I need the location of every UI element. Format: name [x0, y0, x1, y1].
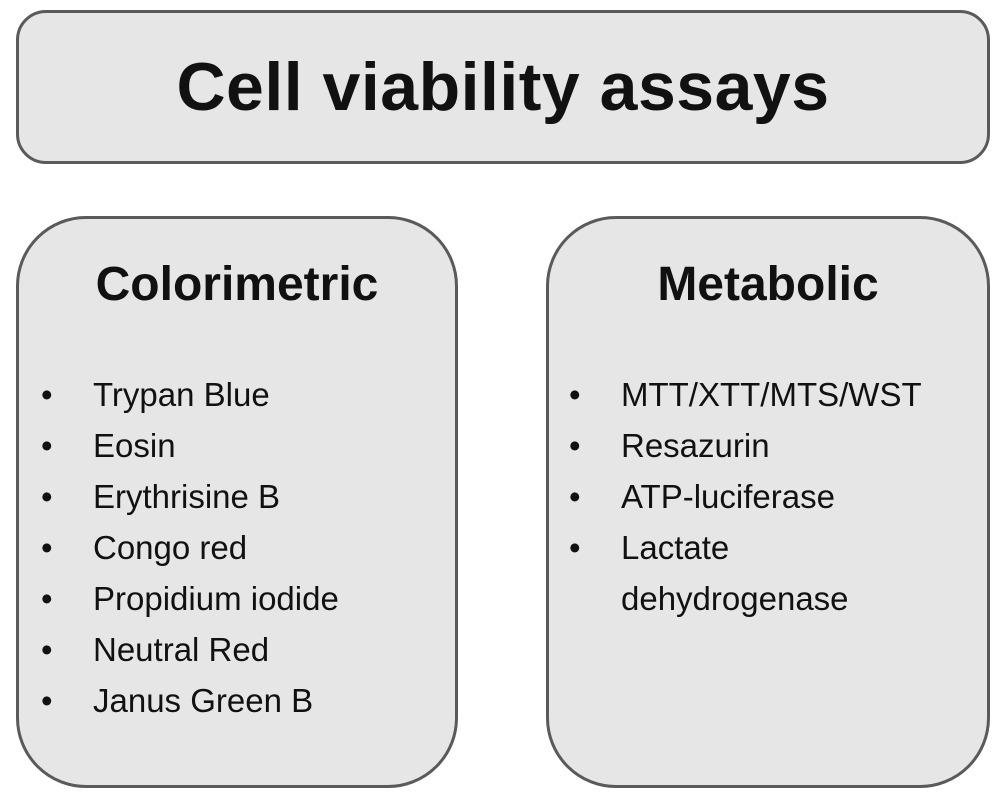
metabolic-panel: Metabolic • MTT/XTT/MTS/WST • Resazurin • A…: [546, 216, 990, 788]
colorimetric-panel: Colorimetric • Trypan Blue • Eosin • Erythr…: [16, 216, 458, 788]
list-item: • Lactate dehydrogenase: [569, 522, 977, 624]
bullet-icon: •: [41, 631, 53, 668]
bullet-icon: •: [41, 427, 53, 464]
bullet-icon: •: [569, 427, 581, 464]
bullet-icon: •: [569, 529, 581, 566]
list-item-label: Congo red: [93, 529, 248, 566]
list-item: • Trypan Blue: [41, 369, 445, 420]
list-item: • ATP-luciferase: [569, 471, 977, 522]
bullet-icon: •: [569, 376, 581, 413]
bullet-icon: •: [41, 376, 53, 413]
list-item-label: MTT/XTT/MTS/WST: [621, 376, 922, 413]
colorimetric-heading: Colorimetric: [95, 258, 379, 311]
colorimetric-list: • Trypan Blue • Eosin • Erythrisine B • Cong…: [41, 369, 445, 726]
title-box: Cell viability assays: [16, 10, 990, 164]
diagram-title: Cell viability assays: [176, 49, 830, 125]
list-item: • Neutral Red: [41, 624, 445, 675]
bullet-icon: •: [41, 682, 53, 719]
list-item-label: Erythrisine B: [93, 478, 281, 515]
list-item: • Propidium iodide: [41, 573, 445, 624]
bullet-icon: •: [41, 478, 53, 515]
list-item-label: Eosin: [93, 427, 176, 464]
metabolic-heading: Metabolic: [657, 258, 879, 311]
bullet-icon: •: [41, 529, 53, 566]
list-item: • Resazurin: [569, 420, 977, 471]
list-item-label: Propidium iodide: [93, 580, 339, 617]
list-item-label: Neutral Red: [93, 631, 270, 668]
list-item-label: Janus Green B: [93, 682, 314, 719]
list-item-label: Trypan Blue: [93, 376, 270, 413]
list-item: • Janus Green B: [41, 675, 445, 726]
list-item: • MTT/XTT/MTS/WST: [569, 369, 977, 420]
list-item: • Erythrisine B: [41, 471, 445, 522]
list-item-label: Resazurin: [621, 427, 770, 464]
list-item-label: ATP-luciferase: [621, 478, 835, 515]
bullet-icon: •: [569, 478, 581, 515]
list-item: • Congo red: [41, 522, 445, 573]
metabolic-list: • MTT/XTT/MTS/WST • Resazurin • ATP-lucifer…: [569, 369, 977, 624]
bullet-icon: •: [41, 580, 53, 617]
list-item-label: Lactate dehydrogenase: [621, 529, 849, 617]
list-item: • Eosin: [41, 420, 445, 471]
